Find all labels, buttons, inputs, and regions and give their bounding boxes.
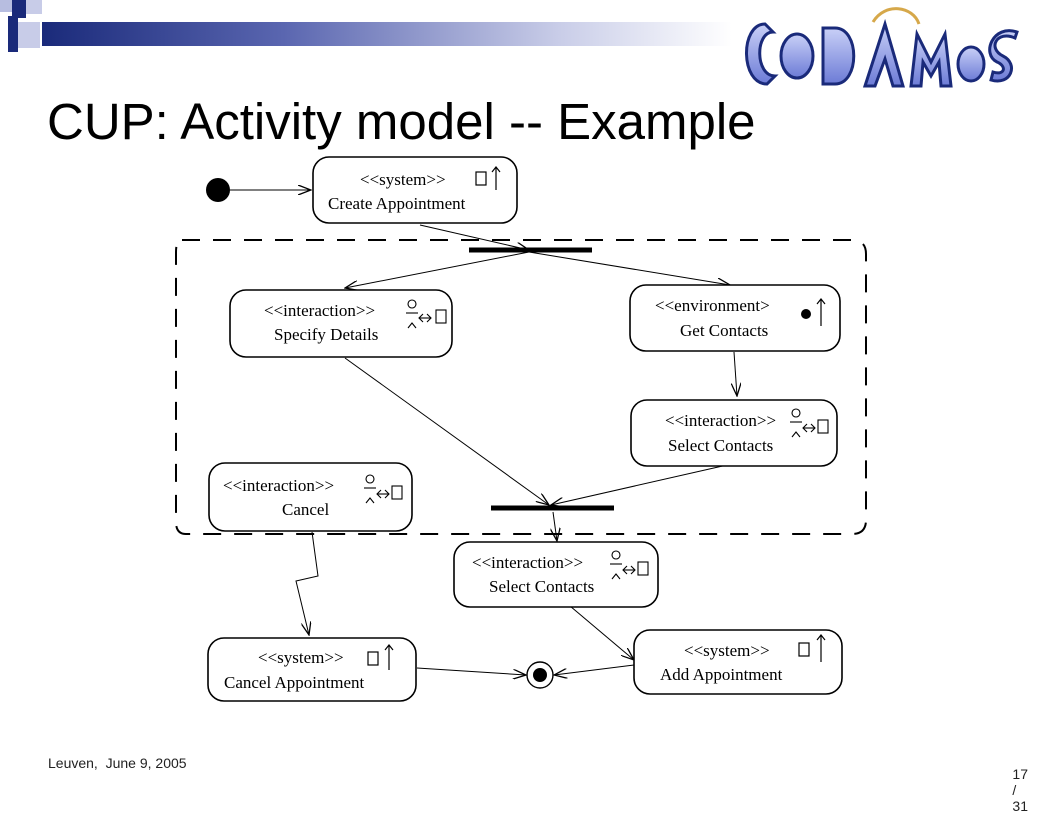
node-stereotype: <<interaction>>	[264, 301, 375, 320]
node-label: Specify Details	[274, 325, 378, 344]
page-total: 31	[1012, 798, 1028, 814]
activity-diagram: <<system>> Create Appointment <<interact…	[175, 156, 867, 702]
node-label: Cancel	[282, 500, 329, 519]
system-icon	[475, 166, 501, 190]
initial-node	[206, 178, 230, 202]
footer-date: Leuven, June 9, 2005	[48, 755, 187, 771]
header-gradient-bar	[42, 22, 732, 46]
final-node	[526, 661, 554, 689]
node-add-appointment: <<system>> Add Appointment	[633, 629, 843, 695]
node-label: Add Appointment	[660, 665, 783, 684]
node-select-contacts-inner: <<interaction>> Select Contacts	[630, 399, 838, 467]
node-cancel-appointment: <<system>> Cancel Appointment	[207, 637, 417, 702]
system-icon	[798, 634, 826, 662]
node-stereotype: <<system>>	[360, 170, 446, 189]
corner-square-1	[0, 0, 12, 12]
page-separator: /	[1012, 782, 1017, 798]
corner-square-4	[8, 16, 18, 52]
corner-square-5	[18, 22, 40, 48]
corner-square-2	[12, 0, 26, 18]
node-label: Select Contacts	[489, 577, 594, 596]
node-create-appointment: <<system>> Create Appointment	[312, 156, 518, 224]
environment-icon	[801, 298, 826, 326]
interaction-icon	[610, 550, 649, 580]
slide-title: CUP: Activity model -- Example	[47, 93, 756, 150]
page-current: 17	[1012, 766, 1028, 782]
interaction-icon	[364, 474, 403, 504]
codamos-logo	[745, 7, 1019, 88]
node-stereotype: <<interaction>>	[472, 553, 583, 572]
node-stereotype: <<system>>	[684, 641, 770, 660]
page-number: 17 / 31	[1005, 750, 1028, 814]
node-stereotype: <<environment>	[655, 296, 770, 315]
node-label: Create Appointment	[328, 194, 466, 213]
node-stereotype: <<interaction>>	[665, 411, 776, 430]
node-specify-details: <<interaction>> Specify Details	[229, 289, 453, 358]
node-get-contacts: <<environment> Get Contacts	[629, 284, 841, 352]
interruptible-region	[175, 239, 867, 535]
interaction-icon	[406, 299, 447, 329]
corner-square-3	[26, 0, 42, 14]
system-icon	[367, 644, 394, 670]
interaction-icon	[790, 408, 829, 438]
node-stereotype: <<interaction>>	[223, 476, 334, 495]
node-label: Cancel Appointment	[224, 673, 365, 692]
node-cancel: <<interaction>> Cancel	[208, 462, 413, 532]
node-select-contacts-outer: <<interaction>> Select Contacts	[453, 541, 659, 608]
node-label: Select Contacts	[668, 436, 773, 455]
node-label: Get Contacts	[680, 321, 768, 340]
edges	[230, 190, 737, 675]
node-stereotype: <<system>>	[258, 648, 344, 667]
